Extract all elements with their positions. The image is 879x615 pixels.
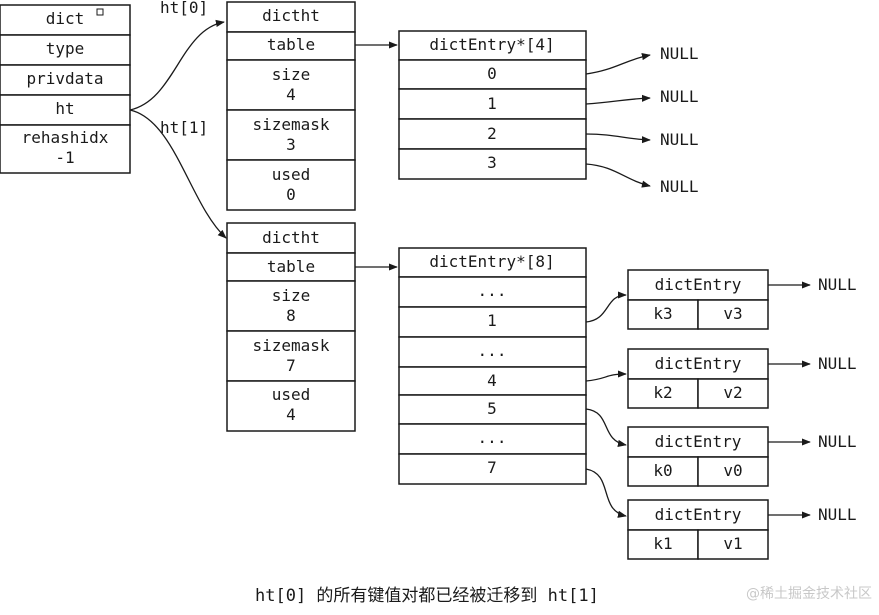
dict-entry-value: v0 bbox=[723, 461, 742, 480]
ht0-slot: 3 bbox=[487, 153, 497, 172]
ht0-pointer-arrow bbox=[129, 19, 225, 111]
ht0-slot1-null-arrow bbox=[585, 94, 651, 105]
ht1-label: ht[1] bbox=[160, 118, 208, 137]
dict-entry-value: v2 bbox=[723, 383, 742, 402]
slot4-entry-arrow bbox=[585, 370, 627, 382]
slot5-entry-arrow bbox=[585, 408, 627, 447]
ht0-slot3-null-arrow bbox=[585, 163, 651, 188]
null-label: NULL bbox=[818, 354, 857, 373]
dict-entry-value: v3 bbox=[723, 304, 742, 323]
dict-rehashidx-value: -1 bbox=[55, 148, 74, 167]
ht0-slot2-null-arrow bbox=[585, 133, 651, 144]
dict-entry-value: v1 bbox=[723, 534, 742, 553]
ht1-dictht-title: dictht bbox=[262, 228, 320, 247]
ht1-used-value: 4 bbox=[286, 405, 296, 424]
null-label: NULL bbox=[818, 275, 857, 294]
figure-caption: ht[0] 的所有键值对都已经被迁移到 ht[1] bbox=[255, 586, 599, 606]
dict-entry-key: k0 bbox=[653, 461, 672, 480]
ht1-size-label: size bbox=[272, 286, 311, 305]
watermark: @稀土掘金技术社区 bbox=[746, 586, 872, 602]
ht0-used-label: used bbox=[272, 165, 311, 184]
dict-entry-title: dictEntry bbox=[655, 505, 742, 524]
dict-ht: ht bbox=[55, 99, 74, 118]
ht0-slot0-null-arrow bbox=[585, 53, 651, 75]
ht0-slot: 1 bbox=[487, 94, 497, 113]
ht1-table-array: dictEntry*[8] ... 1 ... 4 5 ... 7 bbox=[398, 247, 587, 485]
ht1-slot: 1 bbox=[487, 311, 497, 330]
ht1-slot: 4 bbox=[487, 371, 497, 390]
ht0-size-value: 4 bbox=[286, 85, 296, 104]
ht1-used-label: used bbox=[272, 385, 311, 404]
dict-entry: dictEntry k0 v0 bbox=[627, 426, 769, 487]
slot1-entry-arrow bbox=[585, 291, 627, 323]
null-label: NULL bbox=[818, 432, 857, 451]
ht1-pointer-arrow bbox=[129, 109, 227, 239]
ht0-size-label: size bbox=[272, 65, 311, 84]
null-label: NULL bbox=[660, 130, 699, 149]
ht0-slot: 0 bbox=[487, 64, 497, 83]
null-label: NULL bbox=[660, 177, 699, 196]
ht0-label: ht[0] bbox=[160, 0, 208, 17]
dict-rehashidx-label: rehashidx bbox=[22, 128, 109, 147]
dict-entry-title: dictEntry bbox=[655, 432, 742, 451]
ht1-table-field: table bbox=[267, 257, 315, 276]
slot7-entry-arrow bbox=[585, 468, 627, 518]
ht0-dictht: dictht table size 4 sizemask 3 used 0 bbox=[226, 1, 356, 211]
ht1-size-value: 8 bbox=[286, 306, 296, 325]
dict-entry: dictEntry k3 v3 bbox=[627, 269, 769, 330]
dict-struct: dict type privdata ht rehashidx -1 bbox=[0, 4, 131, 174]
ht1-slot: 7 bbox=[487, 458, 497, 477]
ht1-sizemask-label: sizemask bbox=[252, 336, 329, 355]
ht0-used-value: 0 bbox=[286, 185, 296, 204]
ht0-sizemask-label: sizemask bbox=[252, 115, 329, 134]
dict-entry-key: k1 bbox=[653, 534, 672, 553]
dict-entry-title: dictEntry bbox=[655, 354, 742, 373]
ht1-slot: ... bbox=[478, 281, 507, 300]
ht1-dictht: dictht table size 8 sizemask 7 used 4 bbox=[226, 222, 356, 432]
dict-type: type bbox=[46, 39, 85, 58]
small-square-marker bbox=[96, 8, 104, 16]
ht1-sizemask-value: 7 bbox=[286, 356, 296, 375]
ht1-slot: 5 bbox=[487, 399, 497, 418]
dict-entry: dictEntry k1 v1 bbox=[627, 499, 769, 560]
ht0-dictht-title: dictht bbox=[262, 6, 320, 25]
ht1-slot: ... bbox=[478, 341, 507, 360]
ht0-table-array: dictEntry*[4] 0 1 2 3 bbox=[398, 30, 587, 180]
dict-entry: dictEntry k2 v2 bbox=[627, 348, 769, 409]
dict-entry-key: k2 bbox=[653, 383, 672, 402]
null-label: NULL bbox=[660, 87, 699, 106]
null-label: NULL bbox=[660, 44, 699, 63]
ht0-table-header: dictEntry*[4] bbox=[429, 35, 554, 54]
ht1-table-header: dictEntry*[8] bbox=[429, 252, 554, 271]
ht0-sizemask-value: 3 bbox=[286, 135, 296, 154]
null-label: NULL bbox=[818, 505, 857, 524]
ht0-table-field: table bbox=[267, 35, 315, 54]
dict-title: dict bbox=[46, 9, 85, 28]
dict-entry-title: dictEntry bbox=[655, 275, 742, 294]
dict-entry-key: k3 bbox=[653, 304, 672, 323]
ht0-slot: 2 bbox=[487, 124, 497, 143]
dict-privdata: privdata bbox=[26, 69, 103, 88]
ht1-slot: ... bbox=[478, 428, 507, 447]
